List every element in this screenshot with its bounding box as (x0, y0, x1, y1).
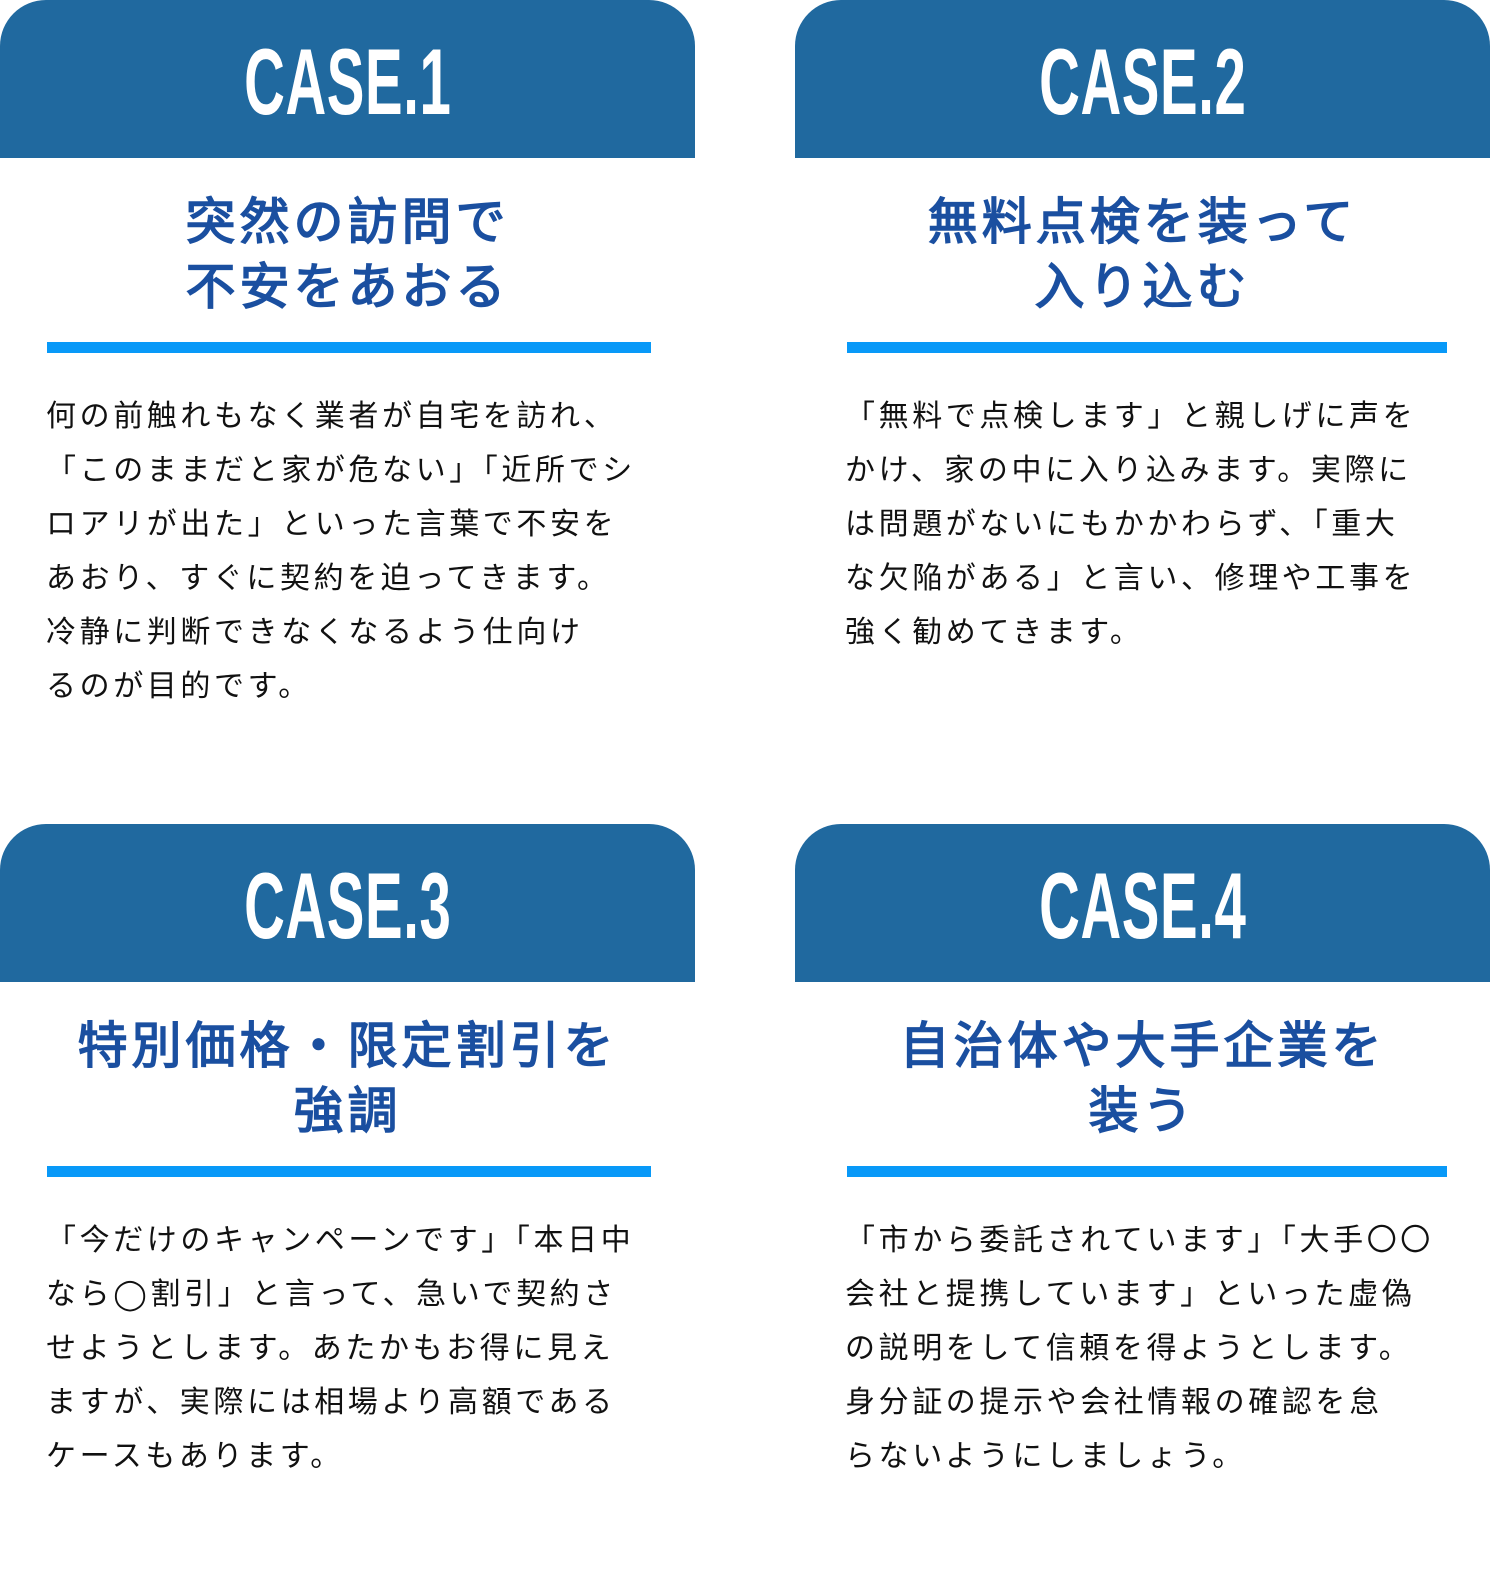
case-title-line: 自治体や大手企業を (899, 1017, 1386, 1075)
case-description: 「無料で点検します」と親しげに声を かけ、家の中に入り込みます。実際に は問題が… (845, 390, 1465, 660)
title-underline-divider (847, 1166, 1447, 1177)
case-header: CASE.4 (795, 824, 1490, 982)
case-card-2: CASE.2 無料点検を装って 入り込む 「無料で点検します」と親しげに声を か… (795, 0, 1490, 760)
description-line: 何の前触れもなく業者が自宅を訪れ、 (46, 399, 618, 434)
description-line: の説明をして信頼を得ようとします。 (845, 1331, 1413, 1366)
description-line: せようとします。あたかもお得に見え (46, 1331, 615, 1366)
description-line: な欠陥がある」と言い、修理や工事を (845, 561, 1417, 596)
description-line: らないようにしましょう。 (845, 1439, 1246, 1474)
case-label: CASE.3 (243, 853, 452, 958)
case-description: 「今だけのキャンペーンです」「本日中 なら◯割引」と言って、急いで契約さ せよう… (46, 1214, 666, 1484)
case-description: 何の前触れもなく業者が自宅を訪れ、 「このままだと家が危ない」「近所でシ ロアリ… (46, 390, 666, 714)
description-line: ケースもあります。 (46, 1439, 344, 1474)
case-title-line: 無料点検を装って (927, 193, 1358, 251)
description-line: 強く勧めてきます。 (845, 615, 1144, 650)
description-line: 冷静に判断できなくなるよう仕向け (46, 615, 584, 650)
description-line: 「無料で点検します」と親しげに声を (845, 399, 1417, 434)
description-line: 「市から委託されています」「大手〇〇 (845, 1223, 1434, 1258)
case-title-line: 特別価格・限定割引を (77, 1017, 618, 1075)
case-title-line: 入り込む (1034, 258, 1251, 316)
case-title-line: 突然の訪問で (185, 193, 510, 251)
description-line: かけ、家の中に入り込みます。実際に (845, 453, 1412, 488)
case-label: CASE.4 (1038, 853, 1247, 958)
case-description: 「市から委託されています」「大手〇〇 会社と提携しています」といった虚偽 の説明… (845, 1214, 1465, 1484)
description-line: 会社と提携しています」といった虚偽 (845, 1277, 1416, 1312)
description-line: 「今だけのキャンペーンです」「本日中 (46, 1223, 635, 1258)
title-underline-divider (47, 342, 651, 353)
case-title-line: 不安をあおる (185, 258, 510, 316)
description-line: ますが、実際には相場より高額である (46, 1385, 616, 1420)
description-line: は問題がないにもかかわらず、「重大 (845, 507, 1399, 542)
case-title-line: 強調 (293, 1082, 402, 1140)
case-title: 突然の訪問で 不安をあおる (0, 190, 695, 320)
description-line: あおり、すぐに契約を迫ってきます。 (46, 561, 611, 596)
case-title: 無料点検を装って 入り込む (795, 190, 1490, 320)
case-card-3: CASE.3 特別価格・限定割引を 強調 「今だけのキャンペーンです」「本日中 … (0, 824, 695, 1584)
case-header: CASE.1 (0, 0, 695, 158)
case-title: 特別価格・限定割引を 強調 (0, 1014, 695, 1144)
description-line: るのが目的です。 (46, 669, 312, 704)
case-header: CASE.2 (795, 0, 1490, 158)
case-title: 自治体や大手企業を 装う (795, 1014, 1490, 1144)
description-line: なら◯割引」と言って、急いで契約さ (46, 1277, 617, 1312)
case-card-1: CASE.1 突然の訪問で 不安をあおる 何の前触れもなく業者が自宅を訪れ、 「… (0, 0, 695, 760)
description-line: 身分証の提示や会社情報の確認を怠 (845, 1385, 1383, 1420)
title-underline-divider (47, 1166, 651, 1177)
case-card-4: CASE.4 自治体や大手企業を 装う 「市から委託されています」「大手〇〇 会… (795, 824, 1490, 1584)
case-header: CASE.3 (0, 824, 695, 982)
case-label: CASE.1 (243, 29, 452, 134)
description-line: ロアリが出た」といった言葉で不安を (46, 507, 618, 542)
case-title-line: 装う (1088, 1082, 1197, 1140)
description-line: 「このままだと家が危ない」「近所でシ (46, 453, 636, 488)
case-label: CASE.2 (1038, 29, 1247, 134)
title-underline-divider (847, 342, 1447, 353)
